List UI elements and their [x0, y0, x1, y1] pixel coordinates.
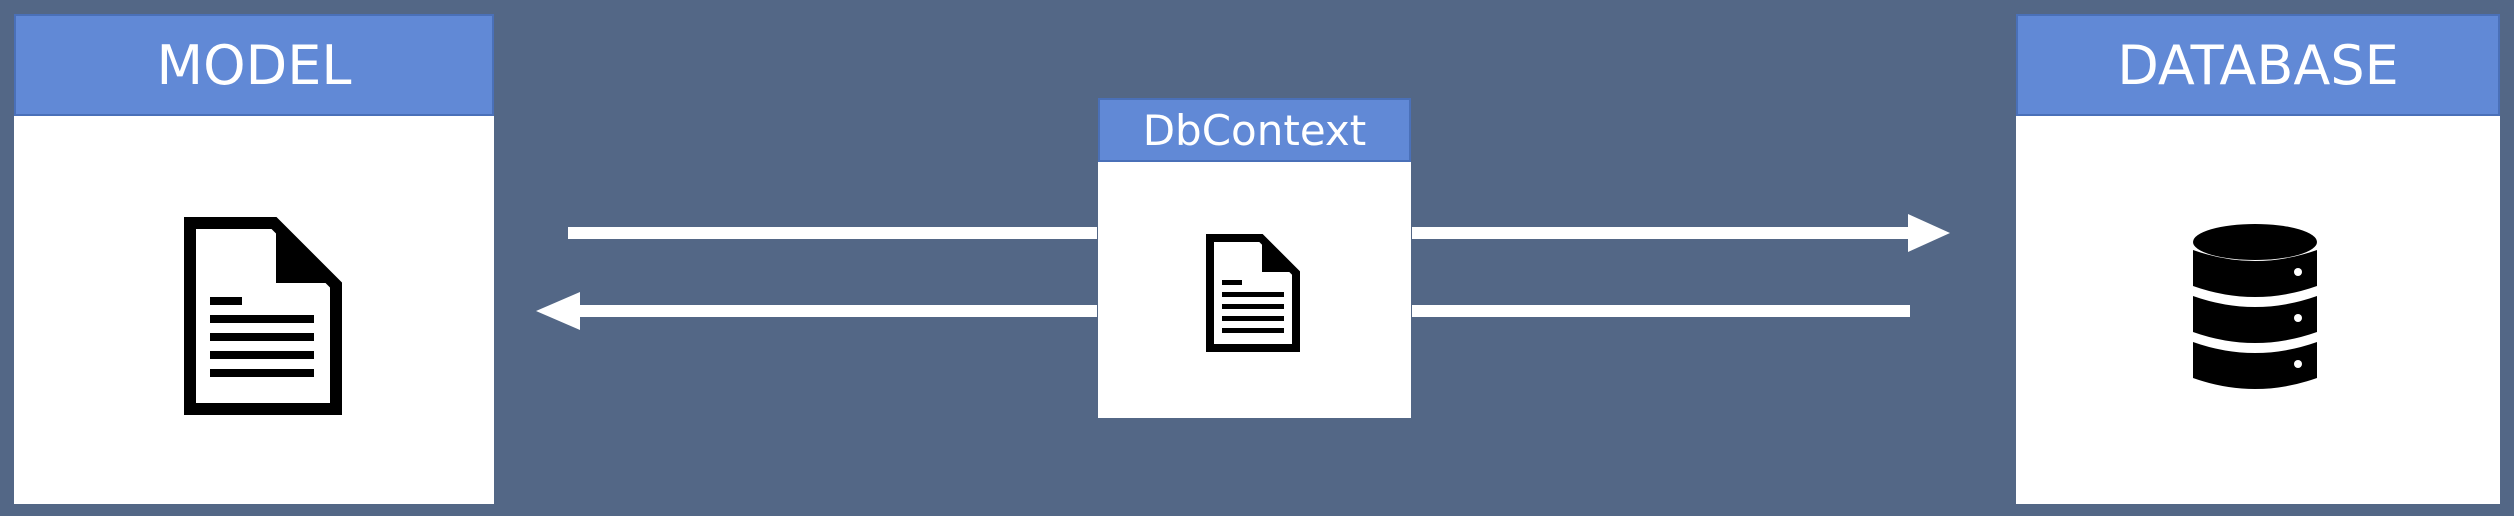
dbcontext-title: DbContext: [1098, 98, 1411, 162]
database-title: DATABASE: [2016, 14, 2500, 116]
dbcontext-box: DbContext: [1098, 98, 1411, 418]
document-icon: [184, 217, 342, 415]
database-box: DATABASE: [2016, 14, 2500, 504]
model-title: MODEL: [14, 14, 494, 116]
context-to-model-arrow: [536, 292, 1097, 330]
document-icon: [1206, 234, 1300, 352]
context-to-database-arrow: [1412, 214, 1950, 252]
database-icon: [2193, 224, 2317, 389]
model-box: MODEL: [14, 14, 494, 504]
